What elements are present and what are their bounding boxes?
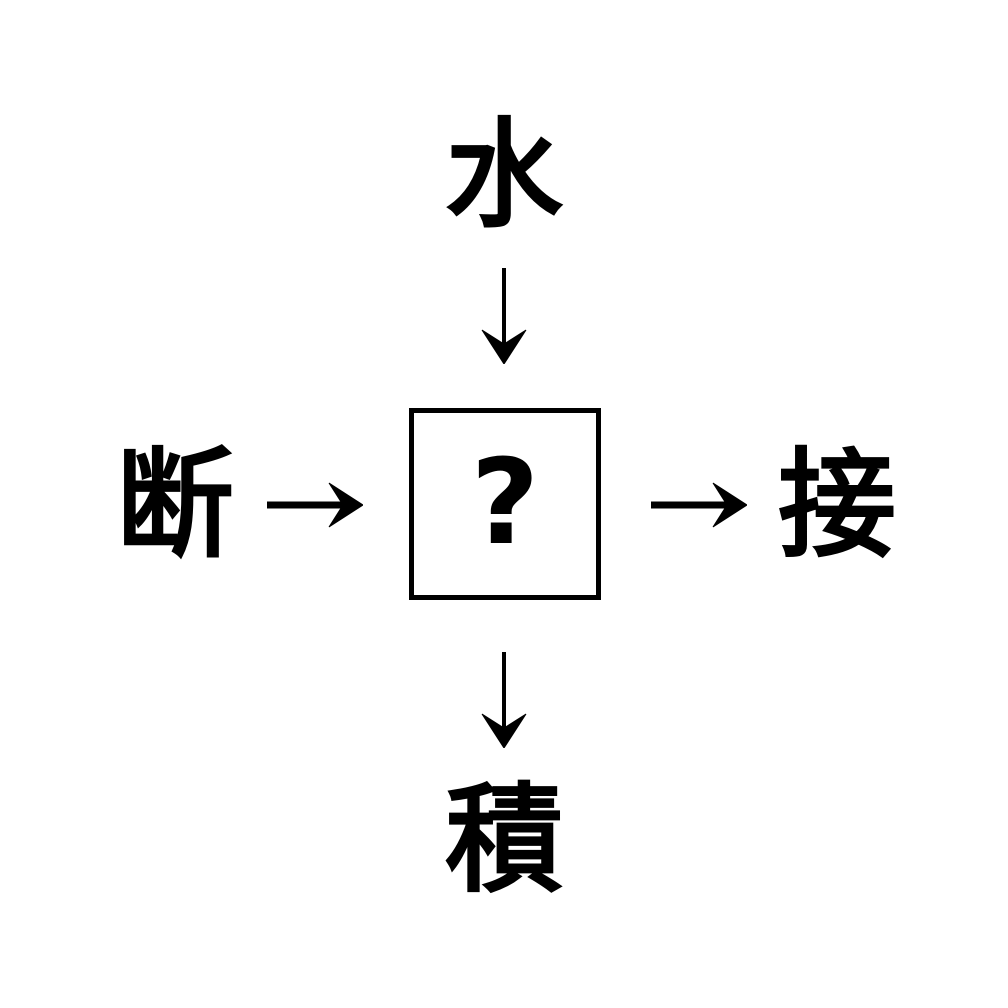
- kanji-bottom: 積: [444, 771, 563, 909]
- arrow-down-bottom-icon: [479, 652, 529, 748]
- question-mark-label: ?: [470, 433, 540, 571]
- arrow-right-right-icon: [651, 480, 747, 530]
- arrow-right-left-icon: [267, 480, 363, 530]
- kanji-right: 接: [777, 436, 896, 574]
- arrow-down-top-icon: [479, 268, 529, 364]
- center-answer-box[interactable]: ?: [409, 408, 601, 600]
- kanji-left: 断: [115, 436, 234, 574]
- kanji-top: 水: [444, 106, 563, 244]
